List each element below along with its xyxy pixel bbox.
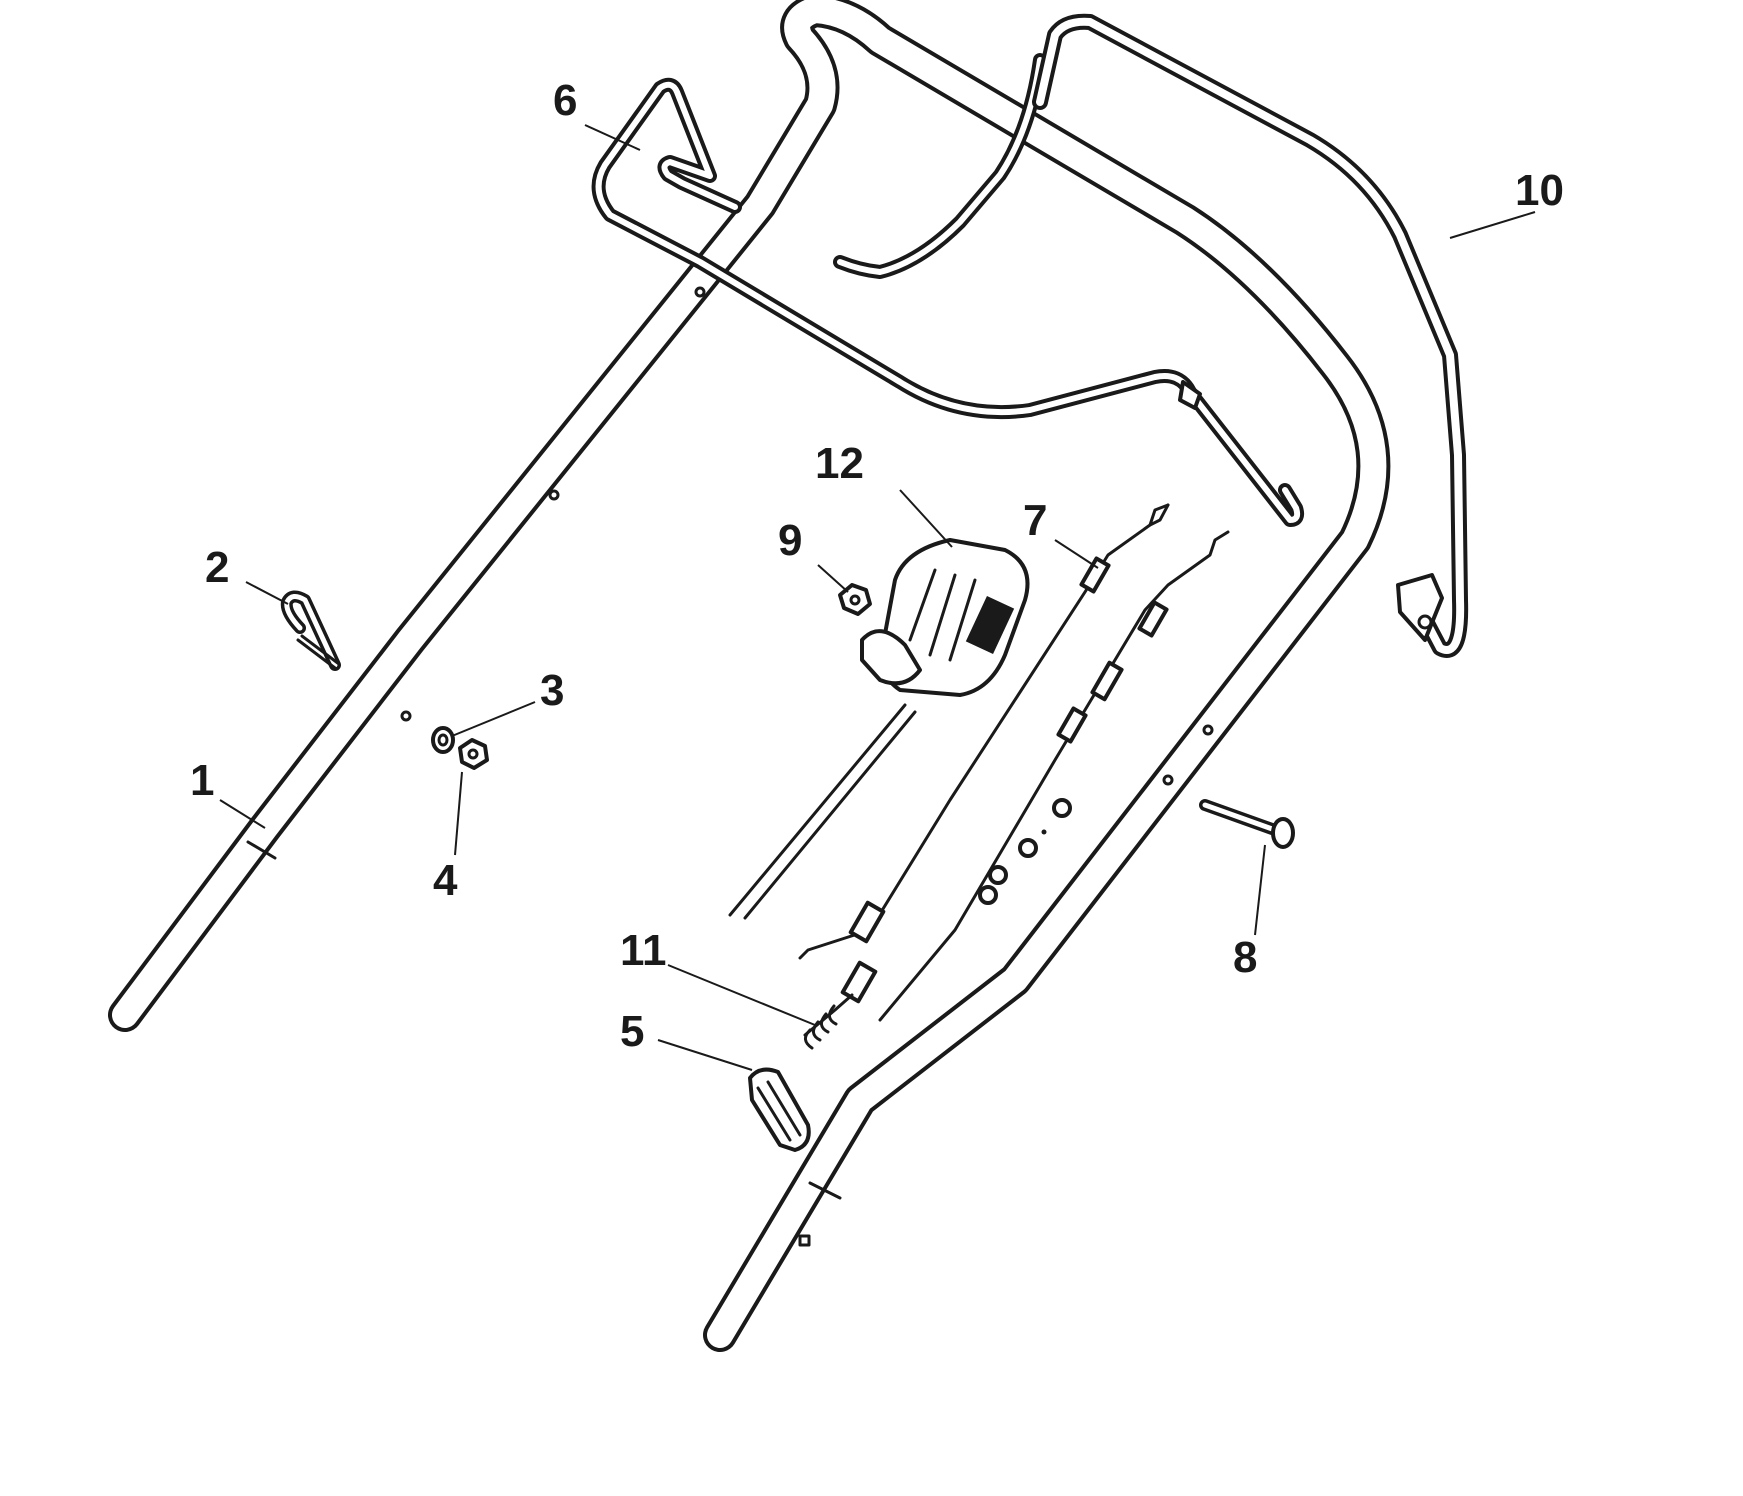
callout-8: 8 xyxy=(1233,933,1257,982)
callout-7: 7 xyxy=(1023,496,1047,545)
callout-11: 11 xyxy=(620,926,667,975)
callout-2: 2 xyxy=(205,543,229,592)
part-8-bolt xyxy=(978,798,1295,905)
leader-3 xyxy=(451,701,536,737)
callout-12: 12 xyxy=(815,439,864,488)
part-6-bag-bar xyxy=(591,53,1305,527)
leader-4 xyxy=(454,771,463,856)
callout-1: 1 xyxy=(190,756,214,805)
part-4-nut xyxy=(458,738,489,770)
part-11-cable xyxy=(803,530,1230,1050)
callout-labels: 1 2 3 4 5 6 7 8 9 10 11 12 xyxy=(190,76,1564,1056)
leader-9 xyxy=(817,564,849,593)
leader-8 xyxy=(1254,844,1266,936)
part-2-hook-bolt xyxy=(280,590,341,671)
leader-6 xyxy=(584,124,641,151)
leader-2 xyxy=(245,581,289,605)
leader-lines xyxy=(219,124,1536,1071)
leader-5 xyxy=(657,1039,753,1071)
part-5-cable-clip xyxy=(748,1067,811,1152)
part-7-cable xyxy=(798,503,1170,960)
leader-12 xyxy=(899,489,953,548)
part-3-washer xyxy=(431,726,455,754)
callout-6: 6 xyxy=(553,76,577,125)
leader-11 xyxy=(667,964,816,1026)
callout-10: 10 xyxy=(1515,166,1564,215)
leader-1 xyxy=(219,799,266,829)
part-12-control-lever xyxy=(728,538,1030,920)
part-1-handle-tube xyxy=(108,0,1391,1352)
callout-3: 3 xyxy=(540,666,564,715)
leader-10 xyxy=(1449,211,1536,239)
callout-4: 4 xyxy=(433,856,458,905)
leader-7 xyxy=(1054,539,1099,569)
callout-5: 5 xyxy=(620,1007,644,1056)
part-10-upper-handle-bar xyxy=(1032,13,1469,658)
callout-9: 9 xyxy=(778,516,802,565)
